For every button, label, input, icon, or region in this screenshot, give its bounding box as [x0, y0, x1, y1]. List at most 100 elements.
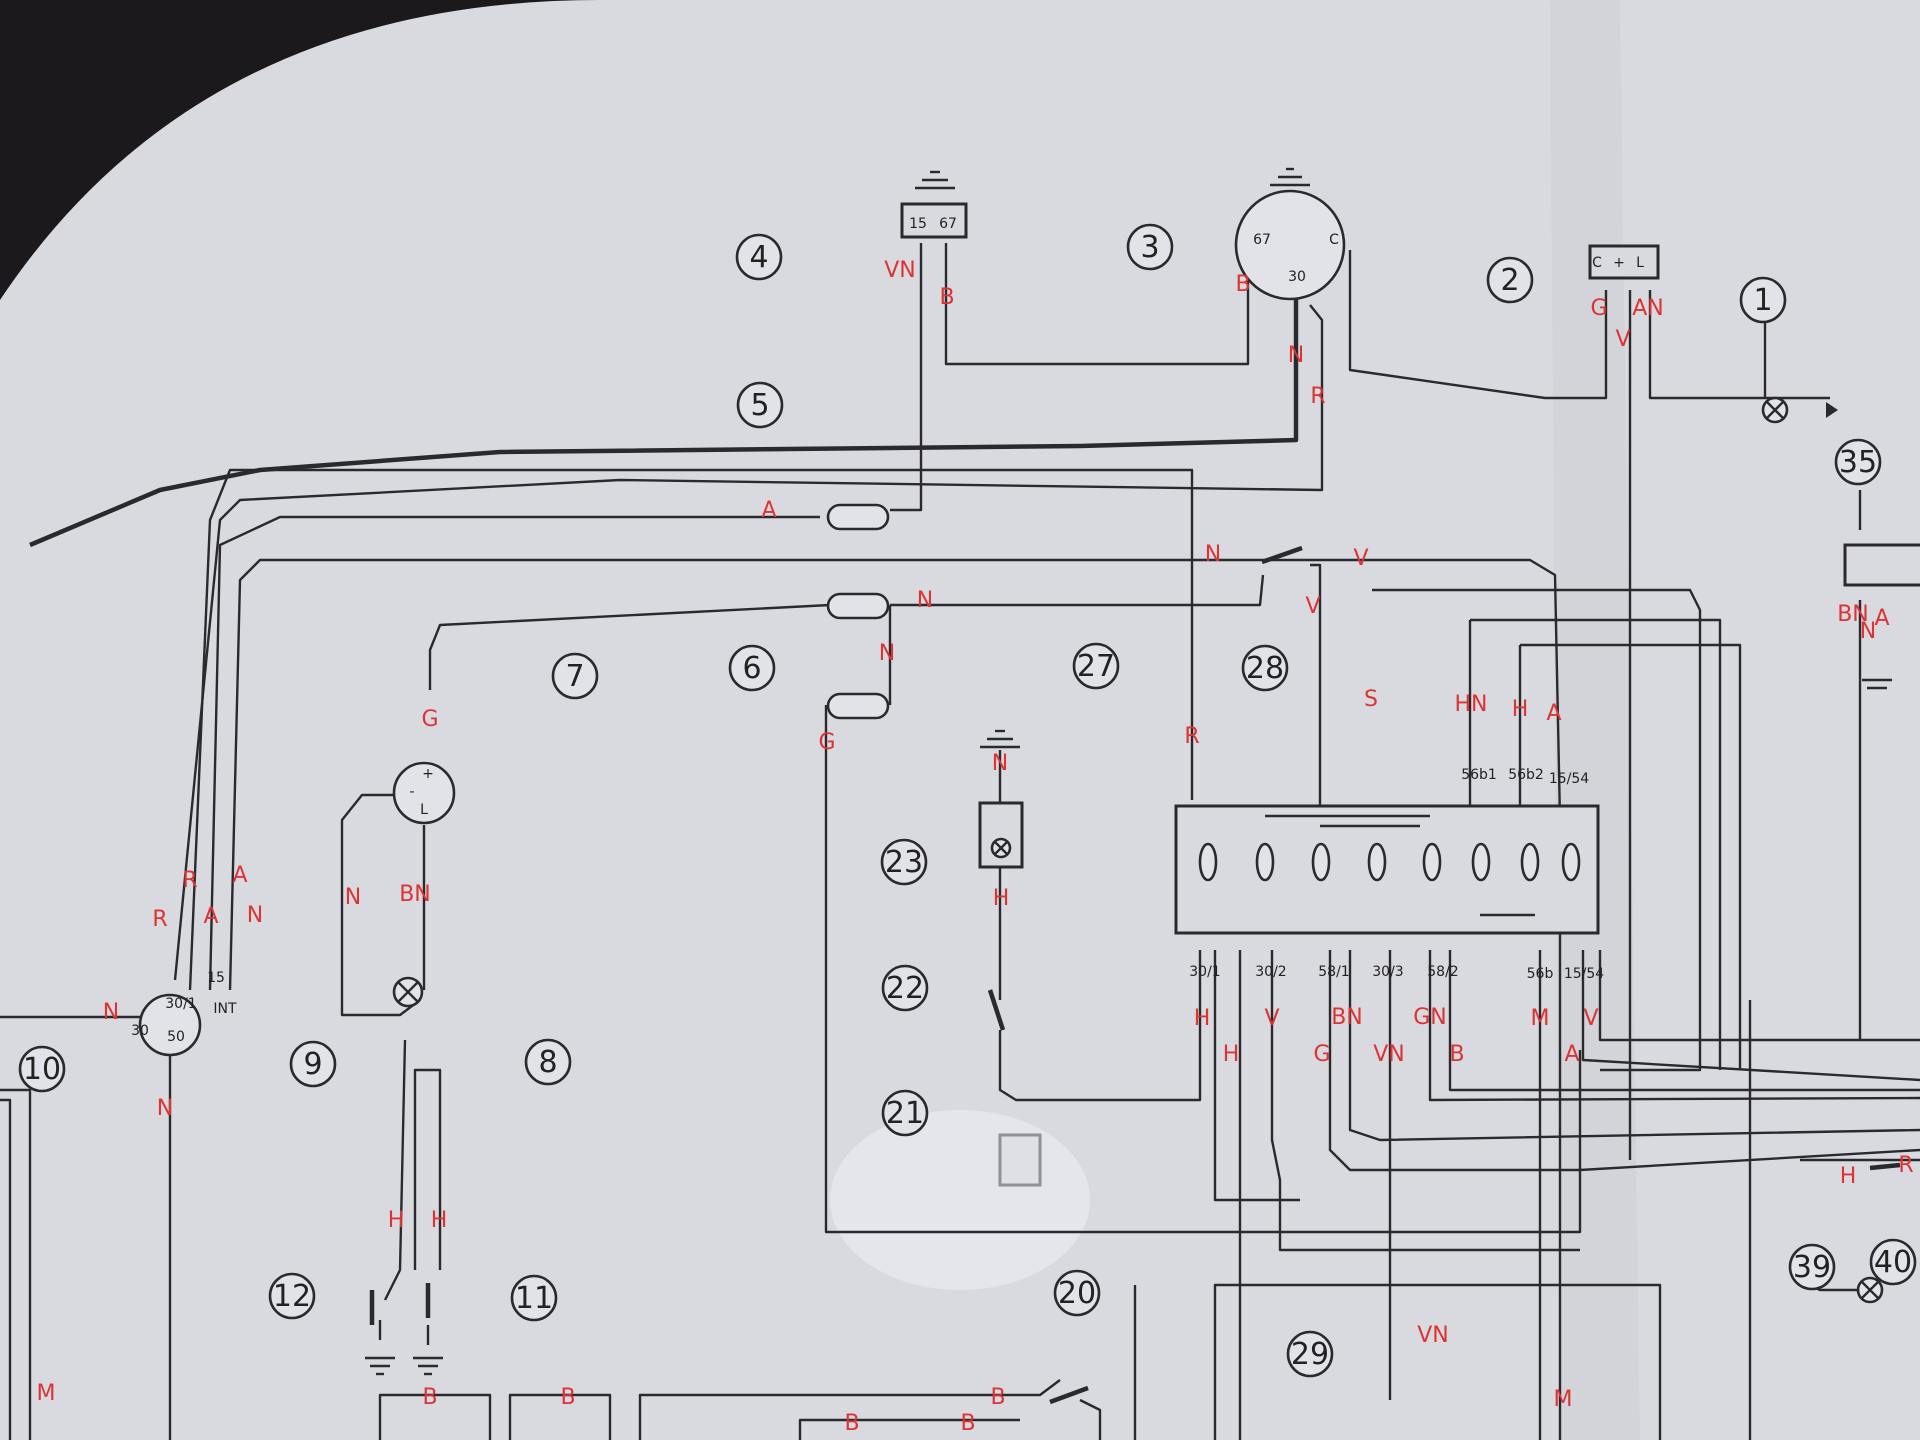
callout-number: 1 [1753, 283, 1772, 318]
wire-code: GN [1413, 1005, 1447, 1030]
wire-code: BN [1837, 602, 1869, 627]
wire-code: M [1531, 1006, 1550, 1031]
callout-c21: 21 [881, 1089, 929, 1137]
wire-code: S [1364, 687, 1378, 712]
terminal-label: 58/2 [1427, 964, 1458, 980]
callout-c22: 22 [881, 964, 929, 1012]
callout-circle [880, 838, 928, 886]
callout-number: 12 [273, 1279, 311, 1314]
terminal-label: 67 [939, 216, 957, 232]
callout-circle [1286, 1330, 1334, 1378]
callout-circle [735, 233, 783, 281]
callout-c6: 6 [728, 644, 776, 692]
terminal-label: - [409, 784, 414, 800]
callout-circle [524, 1038, 572, 1086]
wire-code: B [990, 1385, 1005, 1410]
wire-code: N [917, 588, 933, 613]
terminal-label: 67 [1253, 232, 1271, 248]
wire-code: A [761, 498, 776, 523]
wire-code: H [993, 886, 1010, 911]
wire-code: BN [1331, 1005, 1363, 1030]
callout-c11: 11 [510, 1274, 558, 1322]
connector-35-box [1843, 543, 1920, 587]
callout-c2: 2 [1486, 256, 1534, 304]
callout-circle [1788, 1243, 1836, 1291]
terminal-label: 50 [167, 1029, 185, 1045]
pushbutton-icons [369, 1283, 431, 1325]
connector-box [1588, 244, 1660, 280]
wire-code: M [1554, 1387, 1573, 1412]
wire-code: N [103, 1000, 119, 1025]
callout-c1: 1 [1739, 276, 1787, 324]
terminal-label: INT [213, 1001, 237, 1017]
fuse-elements [1198, 842, 1581, 882]
wire-code: M [37, 1381, 56, 1406]
wire-code: VN [884, 258, 916, 283]
switch-20-icon [1049, 1385, 1089, 1405]
wire-code: H [388, 1208, 405, 1233]
terminal-label: 30/1 [165, 996, 196, 1012]
wire-code: VN [1373, 1042, 1405, 1067]
lamp-8-icon [392, 976, 424, 1008]
terminal-label: L [420, 802, 428, 818]
terminal-label: 15/54 [1564, 966, 1604, 982]
regulator-box [900, 202, 968, 239]
wire-code: N [879, 641, 895, 666]
callout-number: 2 [1500, 263, 1519, 298]
terminal-label: 30 [131, 1023, 149, 1039]
callout-number: 10 [23, 1052, 61, 1087]
wire-code: HN [1455, 692, 1488, 717]
switch-40-icon [1869, 1162, 1901, 1171]
callout-circle [1072, 642, 1120, 690]
wire-code: H [1512, 697, 1529, 722]
callout-circle [289, 1040, 337, 1088]
callout-number: 28 [1246, 651, 1284, 686]
wire-code: B [844, 1411, 859, 1436]
wire-code: R [182, 868, 197, 893]
terminal-label: 30 [1288, 269, 1306, 285]
page-fold-shade [1550, 0, 1640, 1440]
terminal-label: 56b [1527, 966, 1554, 982]
callout-number: 27 [1077, 649, 1115, 684]
callout-circle [551, 652, 599, 700]
ignition-switch-icon [138, 993, 202, 1057]
terminal-label: C [1592, 255, 1602, 271]
callout-number: 22 [886, 971, 924, 1006]
wire-code: N [345, 885, 361, 910]
wire-code: H [1840, 1164, 1857, 1189]
ground-icons [365, 167, 1892, 1376]
wire-code: G [818, 730, 835, 755]
callout-circle [18, 1045, 66, 1093]
callout-number: 40 [1874, 1245, 1912, 1280]
wire-code: R [1310, 384, 1325, 409]
wire-code: BN [399, 882, 431, 907]
callout-circle [1053, 1269, 1101, 1317]
callout-number: 4 [749, 240, 768, 275]
callout-circle [1126, 223, 1174, 271]
callout-c23: 23 [880, 838, 928, 886]
wire-code: G [421, 707, 438, 732]
wire-code: B [422, 1385, 437, 1410]
lamp-39-icon [1856, 1276, 1884, 1304]
wire-code: B [1235, 272, 1250, 297]
terminal-label: + [422, 766, 434, 782]
terminal-label: 56b1 [1461, 767, 1497, 783]
callout-c7: 7 [551, 652, 599, 700]
callout-c29: 29 [1286, 1330, 1334, 1378]
terminal-label: 15 [207, 970, 225, 986]
callout-c20: 20 [1053, 1269, 1101, 1317]
warning-light-icon [392, 761, 456, 825]
callout-c10: 10 [18, 1045, 66, 1093]
terminal-label: 30/3 [1372, 964, 1403, 980]
callout-number: 35 [1839, 445, 1877, 480]
wire-code: A [1546, 701, 1561, 726]
wire-code: V [1305, 594, 1320, 619]
wire-code: N [157, 1096, 173, 1121]
wire-code: R [1898, 1153, 1913, 1178]
callout-circle [1486, 256, 1534, 304]
wire-code: A [1564, 1042, 1579, 1067]
callout-number: 23 [885, 845, 923, 880]
